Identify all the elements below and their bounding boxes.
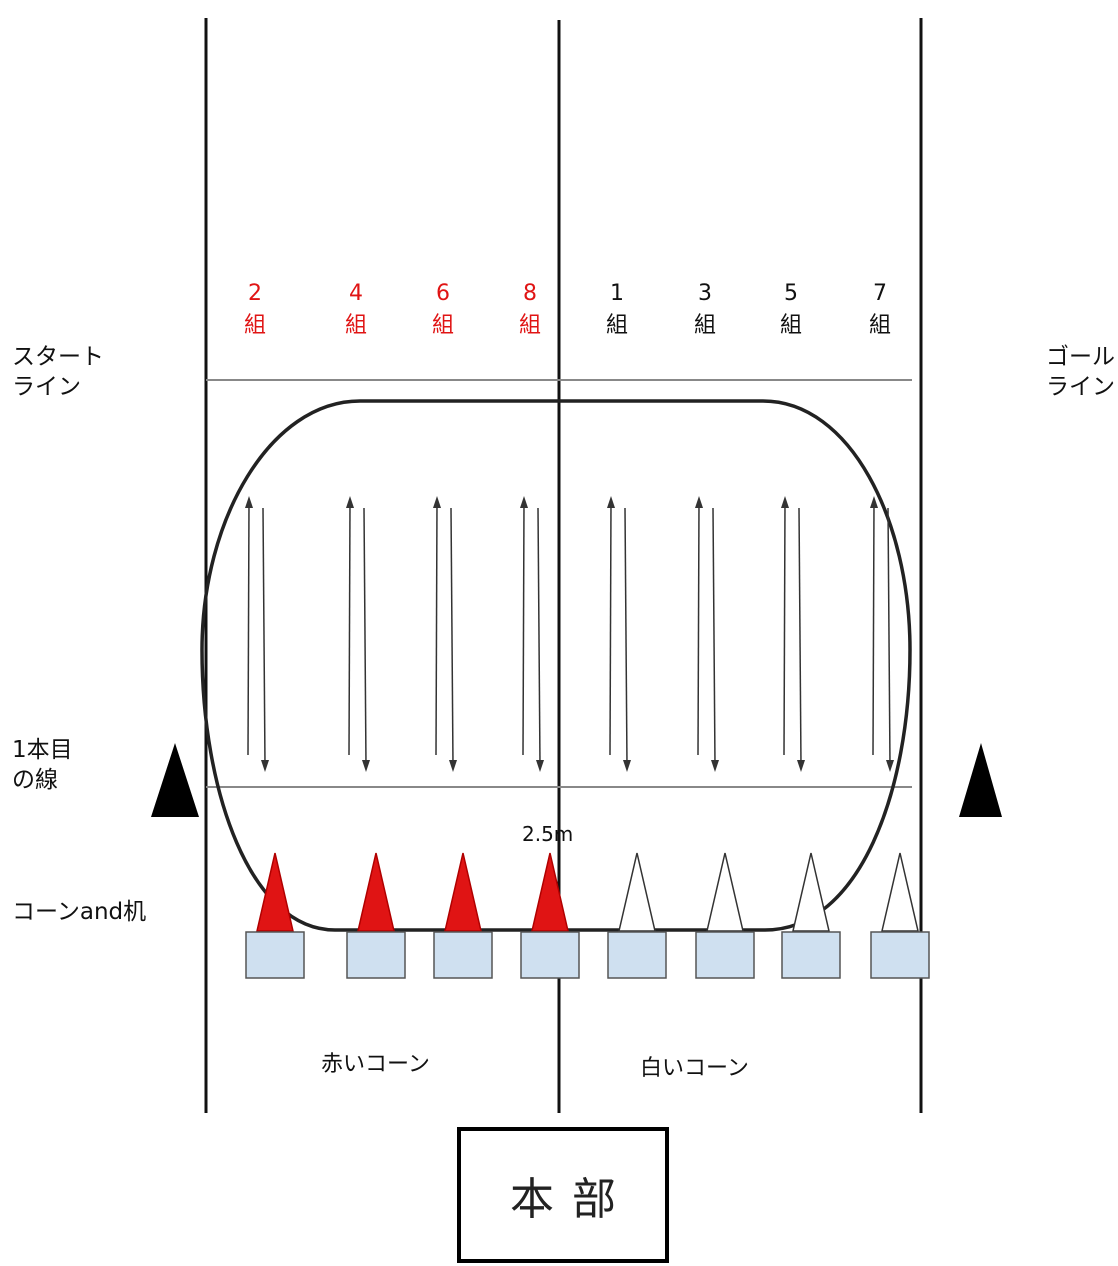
goal-line-label: ゴール ライン — [1046, 342, 1115, 402]
red-cone — [531, 852, 569, 932]
white-cone — [881, 852, 919, 932]
headquarters-label: 本部 — [510, 1174, 634, 1225]
down-arrow — [536, 507, 544, 772]
left-marker-triangle — [151, 743, 199, 817]
group-suffix: 組 — [431, 313, 454, 338]
right-marker-triangle — [959, 743, 1002, 817]
desks — [245, 931, 930, 979]
white-cone — [706, 852, 744, 932]
down-arrow — [623, 507, 631, 772]
down-arrow — [261, 507, 269, 772]
up-arrow — [520, 496, 528, 756]
group-suffix: 組 — [344, 313, 367, 338]
down-arrow — [449, 507, 457, 772]
red-cone — [256, 852, 294, 932]
group-number: 2 — [248, 281, 262, 306]
lane-arrows — [245, 496, 894, 772]
down-arrow — [362, 507, 370, 772]
group-number: 8 — [523, 281, 537, 306]
group-suffix: 組 — [518, 313, 541, 338]
red-cone — [444, 852, 482, 932]
up-arrow — [433, 496, 441, 756]
group-number: 3 — [698, 281, 712, 306]
track — [200, 399, 912, 932]
desk — [245, 931, 305, 979]
white-cone — [792, 852, 830, 932]
desk — [607, 931, 667, 979]
distance-label: 2.5m — [522, 822, 574, 846]
down-arrow — [886, 507, 894, 772]
group-suffix: 組 — [693, 313, 716, 338]
headquarters-box: 本部 — [457, 1127, 669, 1263]
white-cone — [618, 852, 656, 932]
first-line-label-line1: 1本目 — [12, 737, 73, 763]
group-suffix: 組 — [605, 313, 628, 338]
cones — [256, 852, 919, 932]
up-arrow — [695, 496, 703, 756]
goal-line-label-line1: ゴール — [1046, 344, 1115, 370]
desk — [781, 931, 841, 979]
cones-desks-label: コーンand机 — [12, 899, 147, 925]
group-suffix: 組 — [243, 313, 266, 338]
first-line-label: 1本目 の線 — [12, 735, 73, 795]
desk — [433, 931, 493, 979]
group-suffix: 組 — [779, 313, 802, 338]
start-line-label: スタート ライン — [12, 342, 104, 402]
red-cone — [357, 852, 395, 932]
start-line-label-line2: ライン — [12, 374, 81, 400]
desk — [346, 931, 406, 979]
white-cones-label: 白いコーン — [640, 1056, 749, 1081]
goal-line-label-line2: ライン — [1046, 374, 1115, 400]
up-arrow — [346, 496, 354, 756]
group-suffix: 組 — [868, 313, 891, 338]
start-line-label-line1: スタート — [12, 344, 104, 370]
desk — [870, 931, 930, 979]
up-arrow — [870, 496, 878, 756]
group-number: 4 — [349, 281, 363, 306]
red-cones-label: 赤いコーン — [321, 1052, 430, 1077]
desk — [520, 931, 580, 979]
first-line-label-line2: の線 — [12, 767, 58, 793]
group-number: 1 — [610, 281, 624, 306]
group-number: 6 — [436, 281, 450, 306]
group-number: 5 — [784, 281, 798, 306]
down-arrow — [797, 507, 805, 772]
group-number: 7 — [873, 281, 887, 306]
down-arrow — [711, 507, 719, 772]
up-arrow — [607, 496, 615, 756]
up-arrow — [781, 496, 789, 756]
up-arrow — [245, 496, 253, 756]
desk — [695, 931, 755, 979]
